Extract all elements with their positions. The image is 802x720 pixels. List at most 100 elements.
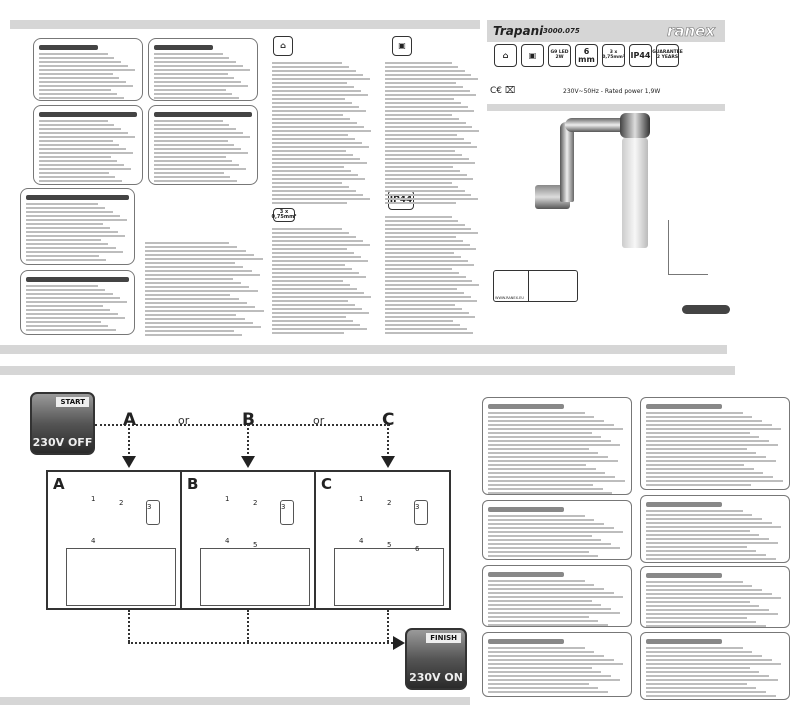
text-line (488, 484, 593, 486)
text-line (385, 174, 467, 176)
text-line (26, 223, 104, 225)
option-c-label: C (382, 410, 395, 430)
text-line (39, 93, 118, 95)
text-line (272, 244, 370, 246)
text-line (646, 671, 760, 673)
text-line (39, 180, 123, 182)
text-line (488, 663, 624, 665)
flow-line (247, 424, 249, 458)
text-line (385, 332, 474, 334)
text-line (646, 663, 782, 665)
text-line (272, 126, 364, 128)
text-line (26, 309, 111, 311)
text-line (39, 120, 108, 122)
lamp-drawing (414, 500, 428, 525)
g9-led-icon: G9 LED 2W (548, 44, 571, 67)
text-line (646, 605, 760, 607)
product-code: 3000.075 (543, 27, 580, 35)
text-line (646, 691, 767, 693)
text-line (385, 240, 463, 242)
text-line (272, 332, 344, 334)
text-line (488, 444, 621, 446)
text-line (154, 69, 251, 71)
finish-caption: 230V ON (409, 671, 463, 684)
text-line (154, 65, 244, 67)
text-line (385, 288, 458, 290)
text-line (646, 585, 753, 587)
text-line (385, 62, 452, 64)
text-line (272, 268, 352, 270)
text-line (272, 194, 363, 196)
text-line (272, 308, 362, 310)
text-line (272, 284, 350, 286)
text-line (488, 624, 609, 626)
text-line (385, 170, 461, 172)
text-line (646, 581, 743, 583)
text-line (145, 242, 229, 244)
text-line (385, 142, 471, 144)
text-line (272, 166, 344, 168)
text-line (145, 274, 261, 276)
text-line (646, 538, 769, 540)
text-line (145, 278, 233, 280)
text-line (646, 526, 782, 528)
step-number: 3 (281, 503, 286, 511)
contact-table: WWW.RANEX.EU (493, 270, 578, 302)
text-line (646, 444, 779, 446)
text-line (385, 118, 460, 120)
text-line (272, 98, 345, 100)
text-line (646, 621, 757, 623)
text-line (646, 534, 760, 536)
top-band (10, 20, 480, 29)
text-line (26, 211, 113, 213)
text-line (385, 150, 456, 152)
text-line (39, 156, 111, 158)
text-line (646, 416, 753, 418)
text-line (488, 492, 613, 494)
text-line (39, 69, 136, 71)
text-line (154, 77, 235, 79)
website-link[interactable]: WWW.RANEX.EU (495, 296, 524, 300)
text-line (39, 85, 134, 87)
text-line (646, 609, 769, 611)
text-line (646, 593, 772, 595)
start-caption: 230V OFF (32, 436, 93, 449)
text-line (385, 102, 461, 104)
cabinet-drawing (334, 548, 444, 606)
text-line (272, 62, 342, 64)
text-line (385, 252, 455, 254)
ce-mark: C€ ⌧ (490, 86, 516, 96)
text-line (26, 305, 104, 307)
text-line (385, 292, 464, 294)
option-b-label: B (242, 410, 255, 430)
text-line (272, 106, 359, 108)
text-line (26, 227, 111, 229)
text-line (385, 190, 465, 192)
flow-line (128, 642, 393, 644)
text-line (646, 554, 767, 556)
text-line (39, 144, 120, 146)
text-line (385, 216, 452, 218)
ip44-icon: IP44 (629, 44, 652, 67)
text-line (646, 436, 760, 438)
text-line (26, 301, 127, 303)
text-line (272, 94, 368, 96)
text-line (154, 156, 226, 158)
text-line (646, 601, 750, 603)
text-line (488, 675, 611, 677)
text-line (385, 86, 463, 88)
text-line (488, 592, 614, 594)
text-line (272, 228, 342, 230)
text-line (154, 140, 228, 142)
safety-box-1 (33, 105, 143, 185)
text-column (272, 226, 372, 336)
language-text-box (482, 565, 632, 627)
text-line (488, 432, 592, 434)
flow-line (95, 424, 390, 426)
cabinet-drawing (66, 548, 176, 606)
fold-band (0, 366, 735, 375)
text-line (488, 519, 595, 521)
text-line (26, 243, 109, 245)
text-line (488, 596, 624, 598)
text-line (145, 298, 239, 300)
